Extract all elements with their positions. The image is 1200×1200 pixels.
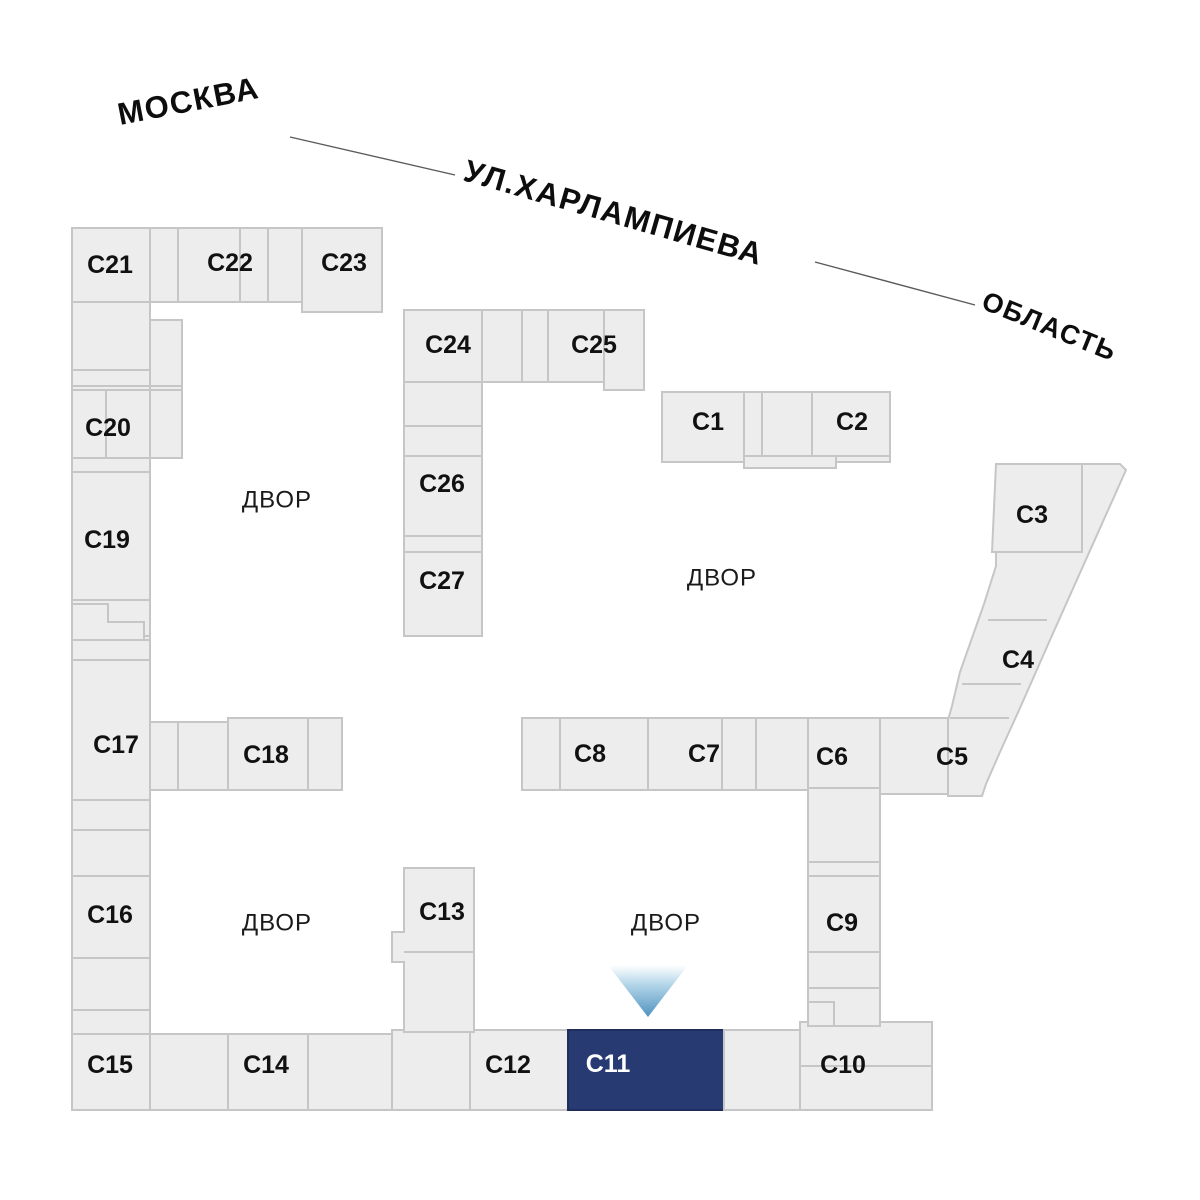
dividers-bottom-row	[149, 1022, 932, 1110]
building-block-left-slice-5[interactable]	[71, 799, 151, 831]
unit-label-c3: C3	[1016, 501, 1048, 529]
building-block-left-slice-1[interactable]	[71, 369, 151, 387]
unit-label-c5: C5	[936, 743, 968, 771]
building-block-left-slice-7[interactable]	[71, 957, 151, 1011]
yard-label-northeast: ДВОР	[687, 565, 757, 592]
dividers-c24-c25	[481, 310, 605, 390]
dividers-north-strip	[149, 228, 303, 312]
unit-label-c20: C20	[85, 414, 131, 442]
unit-label-c21: C21	[87, 251, 133, 279]
building-block-left-notch-1	[149, 319, 183, 387]
unit-label-c24: C24	[425, 331, 471, 359]
unit-label-c27: C27	[419, 567, 465, 595]
building-block-left-slice-3[interactable]	[71, 457, 151, 473]
building-block-c17[interactable]	[71, 659, 151, 801]
yard-label-southwest: ДВОР	[242, 910, 312, 937]
unit-label-c19: C19	[84, 526, 130, 554]
unit-label-c12: C12	[485, 1051, 531, 1079]
building-block-left-c21-lower[interactable]	[71, 301, 151, 371]
leader-line-oblast	[814, 261, 976, 306]
dividers-c5-c8	[559, 718, 881, 794]
building-block-c9-column[interactable]	[807, 787, 881, 1027]
dividers-left-lower	[72, 799, 150, 1011]
unit-label-c13: C13	[419, 898, 465, 926]
building-block-left-slice-6[interactable]	[71, 829, 151, 877]
unit-label-c18: C18	[243, 741, 289, 769]
unit-label-c15: C15	[87, 1051, 133, 1079]
unit-label-c4: C4	[1002, 646, 1034, 674]
unit-label-c11: C11	[586, 1050, 631, 1078]
unit-label-c8: C8	[574, 740, 606, 768]
building-block-bottom-c12-west	[391, 1029, 471, 1111]
unit-label-c9: C9	[826, 909, 858, 937]
building-block-bottom-c11-east	[723, 1029, 801, 1111]
unit-label-c10: C10	[820, 1051, 866, 1079]
unit-label-c7: C7	[688, 740, 720, 768]
dividers-left-steps	[72, 603, 145, 640]
yard-label-northwest: ДВОР	[242, 487, 312, 514]
unit-label-c17: C17	[93, 731, 139, 759]
unit-label-c23: C23	[321, 249, 367, 277]
building-block-c20-east	[149, 389, 183, 459]
unit-label-c2: C2	[836, 408, 868, 436]
building-block-left-slice-4[interactable]	[71, 639, 151, 661]
building-block-c13-group[interactable]	[391, 867, 475, 1033]
unit-label-c26: C26	[419, 470, 465, 498]
dividers-c9	[808, 861, 880, 1026]
yard-label-southeast: ДВОР	[631, 910, 701, 937]
building-block-c2-bump	[743, 455, 837, 469]
building-block-c11-selected[interactable]	[567, 1029, 725, 1111]
dividers-c18	[177, 718, 309, 790]
dividers-east-strip	[950, 464, 1083, 719]
unit-label-c16: C16	[87, 901, 133, 929]
selected-unit-pointer-icon	[608, 965, 688, 1017]
unit-label-c6: C6	[816, 743, 848, 771]
unit-label-c22: C22	[207, 249, 253, 277]
unit-label-c25: C25	[571, 331, 617, 359]
unit-label-c14: C14	[243, 1051, 289, 1079]
unit-label-c1: C1	[692, 408, 724, 436]
building-block-c26-c27-column[interactable]	[403, 381, 483, 637]
building-block-left-slice-8[interactable]	[71, 1009, 151, 1035]
dividers-c26-c27	[404, 425, 482, 553]
leader-line-moskva	[289, 136, 456, 176]
dividers-left-column	[72, 301, 182, 722]
